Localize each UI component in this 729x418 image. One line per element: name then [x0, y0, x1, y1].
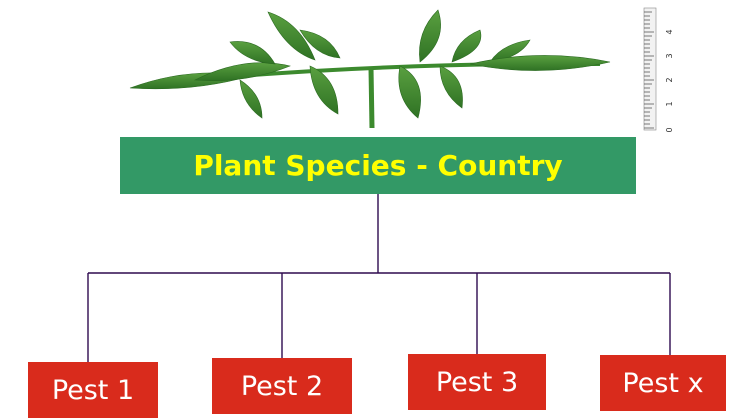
child-label: Pest 2	[241, 371, 323, 402]
root-label: Plant Species - Country	[193, 149, 562, 182]
child-node-pest-1: Pest 1	[28, 362, 158, 418]
root-node: Plant Species - Country	[120, 137, 636, 194]
child-node-pest-x: Pest x	[600, 355, 726, 411]
child-label: Pest 3	[436, 367, 518, 398]
child-label: Pest 1	[52, 375, 134, 406]
child-node-pest-2: Pest 2	[212, 358, 352, 414]
child-node-pest-3: Pest 3	[408, 354, 546, 410]
child-label: Pest x	[622, 368, 703, 399]
